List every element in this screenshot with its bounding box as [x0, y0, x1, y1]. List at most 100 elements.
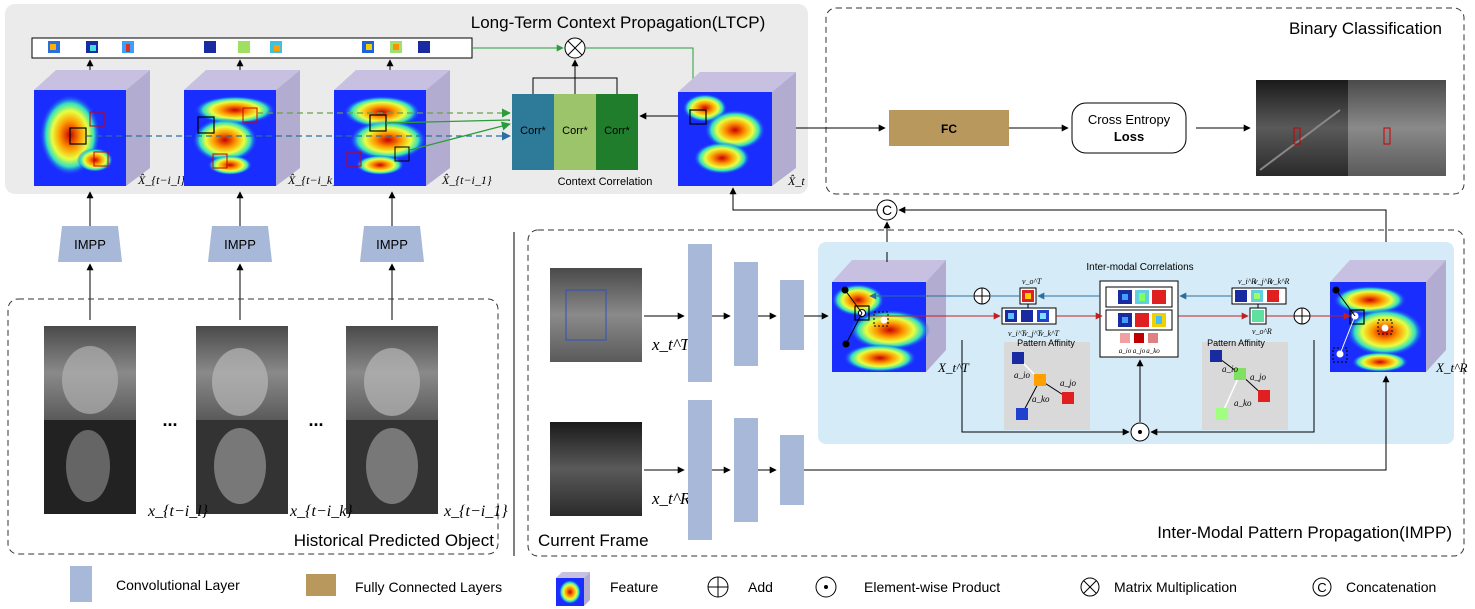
history-images [44, 326, 438, 514]
thermal-vector-group [1001, 287, 1057, 325]
output-feature-cube [678, 72, 796, 186]
feature-cube-1 [34, 70, 150, 186]
affinity-graph-thermal [1012, 352, 1074, 420]
add-icon-rgb [1293, 307, 1311, 325]
conv-t-2 [734, 262, 758, 366]
history-ellipsis-1: ... [162, 410, 177, 430]
concat-legend-icon: C [1312, 577, 1332, 597]
node-vj-r: v_j^R [1254, 277, 1272, 286]
affinity-ko-r: a_ko [1234, 398, 1252, 408]
node-vj-t: v_j^T [1024, 329, 1042, 338]
legend-matmul: Matrix Multiplication [1114, 579, 1237, 595]
svg-text:C: C [1317, 580, 1326, 595]
legend-fc: Fully Connected Layers [355, 579, 502, 595]
feature-icon [556, 572, 590, 606]
fc-block [889, 110, 1009, 146]
node-vi-t: v_i^T [1008, 329, 1026, 338]
impp-label-3: IMPP [376, 237, 408, 252]
affinity-ko-t: a_ko [1032, 394, 1050, 404]
impp-panel [527, 229, 1465, 557]
corr-label-1: Corr* [520, 125, 546, 137]
feature-label-1: X̂_{t−i_l} [137, 173, 185, 187]
concat-icon: C [876, 199, 898, 221]
ltcp-title: Long-Term Context Propagation(LTCP) [471, 13, 766, 32]
affinity-jo-r: a_jo [1250, 372, 1267, 382]
history-ellipsis-2: ... [308, 410, 323, 430]
node-vi-r: v_i^R [1238, 277, 1256, 286]
context-correlation-label: Context Correlation [558, 176, 653, 188]
historical-panel [7, 298, 499, 555]
conv-r-1 [688, 400, 712, 540]
node-vk-t: v_k^T [1040, 329, 1059, 338]
legend-add: Add [748, 579, 773, 595]
conv-t-1 [688, 244, 712, 382]
affinity-jo-t: a_jo [1060, 378, 1077, 388]
thermal-input-label: x_t^T [651, 335, 691, 354]
corr-label-3: Corr* [604, 125, 630, 137]
historical-title: Historical Predicted Object [294, 531, 495, 550]
node-vo-r: v_o^R [1252, 327, 1272, 336]
rgb-feature-label: X_t^R [1435, 360, 1468, 375]
rgb-feature-cube [1330, 260, 1446, 372]
history-label-3: x_{t−i_1} [443, 503, 508, 520]
history-label-1: x_{t−i_l} [147, 503, 209, 520]
pattern-affinity-label-1: Pattern Affinity [1017, 338, 1075, 348]
binary-panel [825, 7, 1465, 195]
rgb-input-label: x_t^R [651, 489, 691, 508]
fc-icon [306, 574, 336, 596]
history-label-2: x_{t−i_k} [289, 503, 353, 520]
conv-icon [70, 566, 92, 602]
impp-title: Inter-Modal Pattern Propagation(IMPP) [1157, 523, 1452, 542]
matmul-legend-icon [1080, 577, 1100, 597]
rgb-vector-group [1231, 287, 1287, 325]
pattern-affinity-label-2: Pattern Affinity [1207, 338, 1265, 348]
svg-text:C: C [882, 202, 892, 218]
feature-label-2: X̂_{t−i_k} [287, 173, 337, 187]
node-vk-r: v_k^R [1270, 277, 1289, 286]
product-icon [1130, 422, 1150, 442]
inter-modal-title: Inter-modal Correlations [1086, 262, 1193, 273]
strip-patches [48, 41, 430, 53]
feature-cube-2 [184, 70, 300, 186]
affinity-io-t: a_io [1014, 370, 1031, 380]
fc-label: FC [941, 122, 957, 136]
node-vo-t: v_o^T [1022, 277, 1042, 286]
legend-conv: Convolutional Layer [116, 577, 240, 593]
add-icon-thermal [973, 287, 991, 305]
impp-block-2 [208, 226, 272, 262]
thermal-feature-label: X_t^T [937, 360, 970, 375]
matmul-icon [564, 37, 586, 59]
add-icon [707, 576, 729, 598]
binary-title: Binary Classification [1289, 19, 1442, 38]
affinity-weight-io: a_io [1119, 347, 1132, 355]
affinity-weight-ko: a_ko [1146, 347, 1160, 355]
conv-r-3 [780, 435, 804, 505]
feature-label-out: X̂_t [787, 174, 805, 188]
legend: Convolutional Layer Fully Connected Laye… [70, 566, 1436, 606]
corr-block-3 [596, 94, 638, 170]
impp-block-3 [360, 226, 424, 262]
conv-r-2 [734, 418, 758, 522]
legend-feature: Feature [610, 579, 658, 595]
current-rgb-image [550, 422, 642, 516]
legend-concat: Concatenation [1346, 579, 1436, 595]
corr-label-2: Corr* [562, 125, 588, 137]
affinity-graph-rgb [1210, 350, 1270, 420]
conv-t-3 [780, 280, 804, 350]
loss-line1: Cross Entropy [1088, 112, 1171, 127]
corr-block-2 [554, 94, 596, 170]
inter-modal-vectors [1105, 286, 1173, 343]
current-title: Current Frame [538, 531, 649, 550]
classification-images [1256, 80, 1446, 176]
impp-label-1: IMPP [74, 237, 106, 252]
corr-block-1 [512, 94, 554, 170]
affinity-weight-jo: a_jo [1133, 347, 1146, 355]
loss-box [1071, 102, 1187, 154]
product-legend-icon [815, 576, 837, 598]
feature-cube-3 [334, 70, 450, 186]
affinity-io-r: a_io [1222, 364, 1239, 374]
current-thermal-image [550, 268, 642, 362]
legend-product: Element-wise Product [864, 579, 1000, 595]
loss-line2: Loss [1114, 129, 1144, 144]
